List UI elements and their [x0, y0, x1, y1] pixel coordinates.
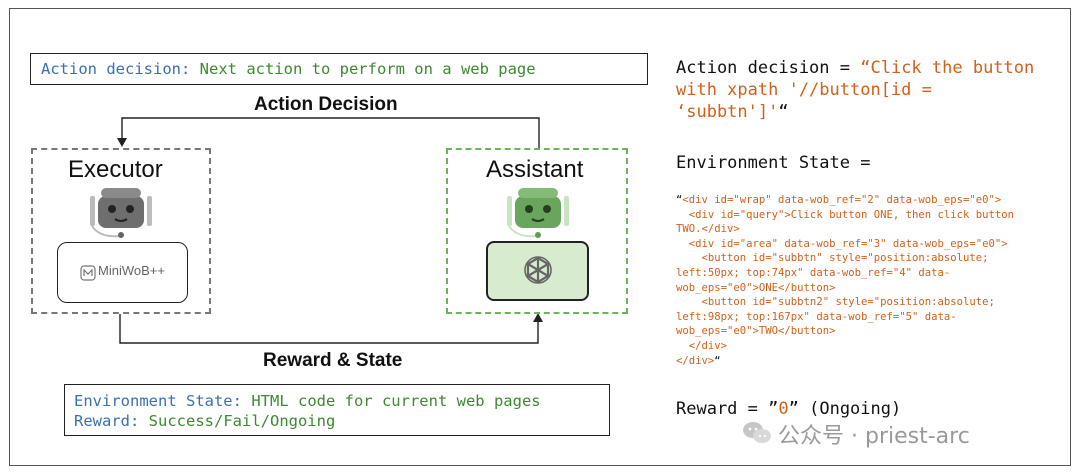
- code-line: <div id="area" data-wob_ref="3" data-wob…: [676, 237, 1008, 250]
- executor-box: [31, 148, 211, 314]
- code-line: wob_eps="e0">ONE</button>: [676, 281, 836, 294]
- miniwob-logo-icon: [80, 265, 96, 281]
- environment-state-value: HTML code for current web pages: [251, 392, 541, 410]
- environment-state-line: Environment State: HTML code for current…: [74, 391, 609, 411]
- code-line: <div id="wrap" data-wob_ref="2" data-wob…: [682, 194, 1002, 206]
- code-open-quote: “: [676, 194, 683, 206]
- reward-prefix: Reward =: [676, 399, 769, 419]
- action-line-1: Click the button: [870, 58, 1035, 78]
- watermark-text: 公众号 · priest-arc: [778, 424, 970, 449]
- code-line: left:98px; top:167px" data-wob_ref="5" d…: [676, 310, 957, 323]
- reward-key: Reward:: [74, 412, 140, 430]
- html-code-block: “<div id="wrap" data-wob_ref="2" data-wo…: [676, 193, 1014, 368]
- miniwob-app-card: MiniWoB++: [57, 242, 188, 303]
- assistant-title: Assistant: [486, 156, 584, 183]
- action-quote-open: “: [860, 58, 871, 78]
- action-decision-prefix: Action decision =: [676, 58, 861, 78]
- code-line: left:50px; top:74px" data-wob_ref="4" da…: [676, 266, 951, 279]
- robot-icon: [507, 188, 569, 238]
- action-decision-key: Action decision:: [41, 60, 191, 78]
- openai-card: [486, 241, 589, 301]
- code-close-quote: “: [714, 354, 721, 367]
- reward-state-label: Reward & State: [263, 350, 403, 371]
- code-line: </div>: [676, 339, 728, 352]
- environment-reward-box: Environment State: HTML code for current…: [64, 384, 610, 436]
- figure-frame: [9, 8, 1071, 466]
- action-quote-close: “: [778, 102, 789, 122]
- reward-example: Reward = ”0” (Ongoing): [676, 399, 901, 419]
- openai-logo-icon: [524, 256, 552, 284]
- code-line: TWO.</div>: [676, 223, 740, 236]
- assistant-box: [446, 148, 628, 314]
- robot-icon: [90, 188, 152, 238]
- action-line-3: ‘subbtn']': [676, 102, 779, 122]
- code-line: <div id="query">Click button ONE, then c…: [676, 208, 1015, 221]
- code-line: </div>: [676, 354, 715, 367]
- code-line: <button id="subbtn2" style="position:abs…: [676, 296, 995, 309]
- code-line: wob_eps="e0">TWO</button>: [676, 325, 836, 338]
- action-decision-example: Action decision = “Click the button with…: [676, 57, 1034, 123]
- code-line: <button id="subbtn" style="position:abso…: [676, 252, 989, 265]
- reward-value: Success/Fail/Ongoing: [148, 412, 336, 430]
- reward-quote-close: ”: [788, 399, 799, 419]
- reward-number: 0: [778, 399, 789, 419]
- environment-state-key: Environment State:: [74, 392, 242, 410]
- wechat-icon: [743, 422, 771, 443]
- reward-quote-open: ”: [768, 399, 779, 419]
- action-decision-box: Action decision: Next action to perform …: [30, 53, 648, 85]
- environment-state-title: Environment State =: [676, 153, 871, 173]
- reward-line: Reward: Success/Fail/Ongoing: [74, 411, 609, 431]
- action-decision-value: Next action to perform on a web page: [199, 60, 536, 78]
- executor-title: Executor: [68, 156, 163, 183]
- action-decision-label: Action Decision: [254, 94, 398, 115]
- action-line-2: with xpath '//button[id =: [676, 80, 932, 100]
- reward-suffix: (Ongoing): [798, 399, 902, 419]
- miniwob-label: MiniWoB++: [98, 263, 165, 278]
